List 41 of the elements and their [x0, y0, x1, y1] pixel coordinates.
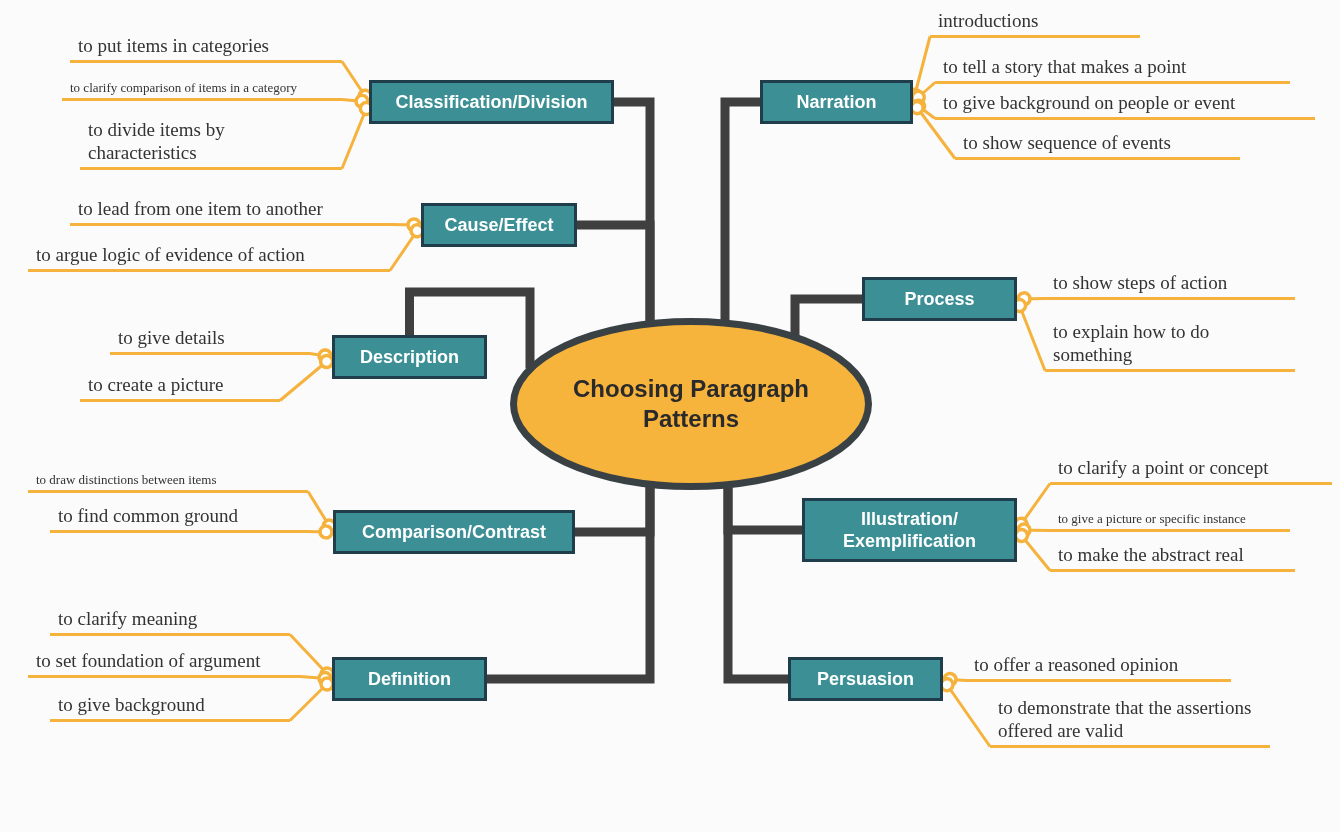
underlined-text: to give background on people or event — [935, 92, 1315, 120]
underlined-text: to offer a reasoned opinion — [966, 654, 1231, 682]
category-box: Illustration/ Exemplification — [802, 498, 1017, 562]
underlined-text: to show sequence of events — [955, 132, 1240, 160]
connector-line — [790, 294, 862, 337]
underlined-text: to give a picture or specific instance — [1050, 508, 1290, 532]
underlined-text: to explain how to do something — [1045, 312, 1295, 372]
underlined-text: to give background — [50, 694, 290, 722]
category-box: Narration — [760, 80, 913, 124]
branch-line — [341, 93, 370, 110]
underlined-text: to set foundation of argument — [28, 650, 300, 678]
branch-line — [1016, 522, 1051, 538]
underlined-text: to divide items by characteristics — [80, 116, 342, 170]
underlined-text: to demonstrate that the assertions offered are valid — [990, 690, 1270, 748]
category-box: Classification/Division — [369, 80, 614, 124]
category-box: Description — [332, 335, 487, 379]
category-box: Comparison/Contrast — [333, 510, 575, 554]
category-box: Persuasion — [788, 657, 943, 701]
underlined-text: to make the abstract real — [1050, 544, 1295, 572]
branch-line — [942, 671, 967, 688]
underlined-text: to clarify a point or concept — [1050, 457, 1332, 485]
underlined-text: to show steps of action — [1045, 272, 1295, 300]
underlined-text: to find common ground — [50, 505, 305, 533]
underlined-text: to argue logic of evidence of action — [28, 244, 390, 272]
category-box: Process — [862, 277, 1017, 321]
underlined-text: to put items in categories — [70, 34, 342, 63]
category-box: Definition — [332, 657, 487, 701]
underlined-text: to clarify meaning — [50, 608, 290, 636]
branch-line — [1016, 291, 1046, 307]
branch-line — [304, 524, 334, 540]
category-box: Cause/Effect — [421, 203, 577, 247]
branch-line — [389, 217, 422, 233]
underlined-text: to draw distinctions between items — [28, 471, 308, 493]
underlined-text: to give details — [110, 327, 310, 355]
topic-ellipse: Choosing Paragraph Patterns — [510, 318, 872, 490]
underlined-text: introductions — [930, 10, 1140, 38]
underlined-text: to create a picture — [80, 374, 280, 402]
underlined-text: to tell a story that makes a point — [935, 56, 1290, 84]
connector-line — [405, 287, 535, 369]
underlined-text: to clarify comparison of items in a category — [62, 80, 342, 101]
underlined-text: to lead from one item to another — [70, 198, 390, 226]
